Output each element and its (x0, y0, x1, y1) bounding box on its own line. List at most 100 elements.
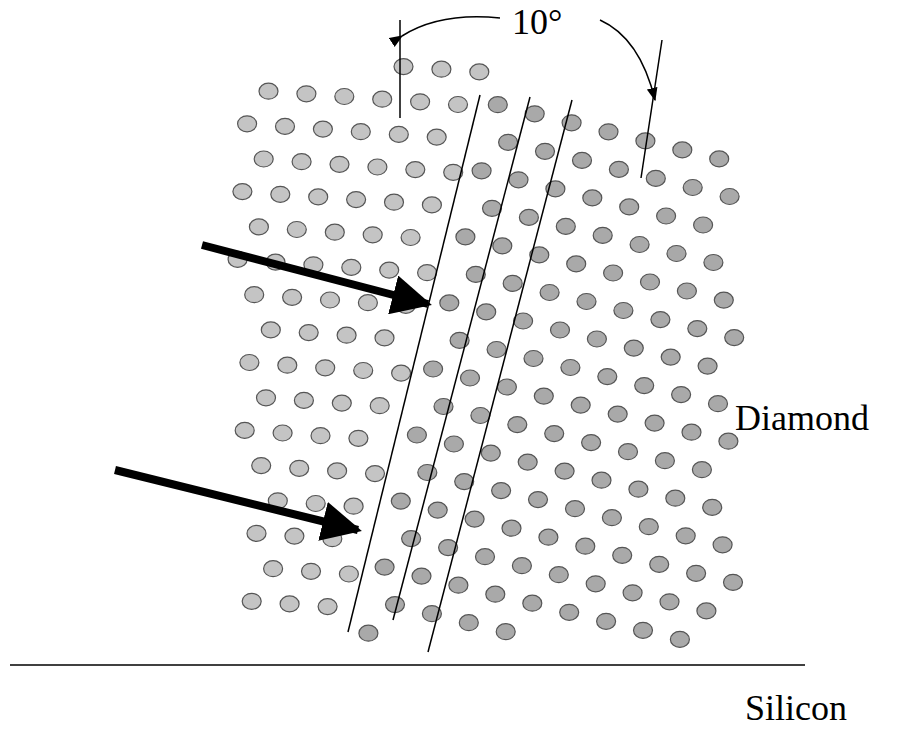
atom-dot (285, 528, 304, 544)
atom-dot (525, 106, 544, 122)
atom-dot (650, 556, 669, 572)
atom-dot (391, 493, 410, 509)
atom-dot (366, 466, 385, 482)
atom-dot (302, 563, 321, 579)
atom-dot (328, 463, 347, 479)
atom-dot (614, 303, 633, 319)
atom-dot (704, 255, 723, 271)
atom-dot (290, 460, 309, 476)
atom-dot (401, 230, 420, 246)
atom-dot (418, 465, 437, 481)
atom-dot (508, 417, 527, 433)
atom-dot (673, 142, 692, 158)
atom-dot (694, 217, 713, 233)
angle-arc (600, 20, 655, 100)
atom-dot (297, 86, 316, 102)
atom-dot (710, 151, 729, 167)
atom-dot (354, 363, 373, 379)
atom-dot (518, 454, 537, 470)
atom-dot (661, 349, 680, 365)
atom-dot (233, 184, 252, 200)
atom-dot (651, 312, 670, 328)
atom-dot (549, 567, 568, 583)
atom-dot (725, 330, 744, 346)
atom-dot (641, 274, 660, 290)
angle-arc (402, 17, 500, 36)
lattice-lines (348, 20, 662, 652)
atom-dot (720, 189, 739, 205)
atom-dot (477, 304, 496, 320)
atom-dot (273, 425, 292, 441)
atom-dot (287, 222, 306, 238)
atom-dot (264, 561, 283, 577)
atom-dot (271, 186, 290, 202)
atom-dot (672, 387, 691, 403)
atom-dot (598, 369, 617, 385)
atom-dot (586, 576, 605, 592)
material-label: Diamond (735, 400, 869, 436)
atom-dot (449, 97, 468, 113)
atom-dot (604, 265, 623, 281)
atom-dot (344, 498, 363, 514)
atom-dot (402, 531, 421, 547)
atom-dot (540, 285, 559, 301)
atom-dot (619, 444, 638, 460)
atom-dot (523, 595, 542, 611)
atom-dot (573, 152, 592, 168)
atom-dot (582, 435, 601, 451)
atom-dot (380, 262, 399, 278)
atom-dot (461, 370, 480, 386)
atom-dot (629, 481, 648, 497)
atom-dot (645, 415, 664, 431)
atom-dot (698, 358, 717, 374)
atom-dot (676, 528, 695, 544)
atom-dot (422, 197, 441, 213)
atom-dot (512, 558, 531, 574)
atom-dot (613, 547, 632, 563)
atom-dot (683, 180, 702, 196)
atom-dot (634, 622, 653, 638)
atom-dot (583, 190, 602, 206)
atom-dot (471, 408, 490, 424)
atom-dot (470, 64, 489, 80)
atom-dot (476, 549, 495, 565)
atom-dot (459, 615, 478, 631)
atom-dot (427, 129, 446, 145)
atom-dot (323, 531, 342, 547)
atom-dot (524, 351, 543, 367)
atom-dot (551, 322, 570, 338)
atom-dot (337, 327, 356, 343)
atom-dot (639, 519, 658, 535)
atom-dot (576, 538, 595, 554)
atom-dot (257, 390, 276, 406)
atom-dot (389, 126, 408, 142)
atom-dot (311, 428, 330, 444)
atom-dot (247, 525, 266, 541)
atom-dot (556, 218, 575, 234)
atom-dot (597, 613, 616, 629)
atom-dot (363, 227, 382, 243)
boundary-arrow (115, 470, 358, 530)
atom-dot (560, 604, 579, 620)
atom-dot (292, 154, 311, 170)
atom-dot (313, 121, 332, 137)
atom-dot (245, 287, 264, 303)
atom-dot (677, 283, 696, 299)
atom-dot (299, 325, 318, 341)
atom-dot (385, 194, 404, 210)
atom-dot (687, 565, 706, 581)
atom-dot (465, 511, 484, 527)
atom-dot (440, 295, 459, 311)
atom-dot (252, 458, 271, 474)
atom-dot (534, 388, 553, 404)
atom-dot (472, 163, 491, 179)
atom-dot (545, 426, 564, 442)
atom-dot (536, 143, 555, 159)
atom-dot (539, 529, 558, 545)
atom-dot (428, 502, 447, 518)
atom-dot (259, 83, 278, 99)
atom-dot (592, 472, 611, 488)
atom-dot (714, 292, 733, 308)
atom-dot (486, 586, 505, 602)
atom-dot (318, 599, 337, 615)
